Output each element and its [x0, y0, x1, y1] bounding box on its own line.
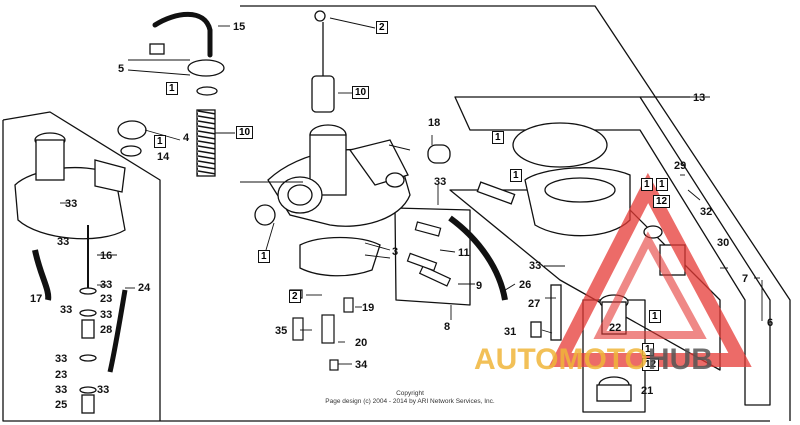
part-number: 18 [428, 117, 441, 129]
kit-box: 2 [289, 290, 301, 303]
part-number: 11 [458, 247, 470, 259]
part-number: 35 [275, 325, 288, 337]
copyright-notice: Copyright Page design (c) 2004 - 2014 by… [300, 390, 520, 406]
part-number: 23 [100, 293, 113, 305]
part-number: 32 [700, 206, 713, 218]
part-number: 5 [118, 63, 125, 75]
part-number: 13 [693, 92, 706, 104]
part-number: 33 [55, 384, 68, 396]
throttle-valve [311, 75, 335, 113]
kit-box: 1 [642, 343, 654, 356]
part-number: 34 [355, 359, 368, 371]
kit-box: 1 [649, 310, 661, 323]
part-number: 33 [55, 353, 68, 365]
part-number: 31 [504, 326, 517, 338]
part-number: 8 [444, 321, 451, 333]
part-number: 25 [55, 399, 68, 411]
part-number: 28 [100, 324, 113, 336]
part-number: 24 [138, 282, 151, 294]
kit-box: 1 [258, 250, 270, 263]
part-number: 6 [767, 317, 774, 329]
part-number: 33 [97, 384, 110, 396]
copyright-text: Page design (c) 2004 - 2014 by ARI Netwo… [325, 398, 495, 405]
part-number: 4 [183, 132, 190, 144]
part-number: 20 [355, 337, 368, 349]
kit-box: 2 [376, 21, 388, 34]
part-number: 23 [55, 369, 68, 381]
part-number: 22 [609, 322, 622, 334]
kit-box: 1 [641, 178, 653, 191]
part-number: 33 [57, 236, 70, 248]
float-bowl [476, 122, 686, 402]
copyright-title: Copyright [396, 390, 424, 397]
watermark-brand-part2: HUB [647, 343, 713, 376]
frame-outline [2, 120, 770, 422]
part-number: 7 [742, 273, 749, 285]
kit-box: 12 [642, 358, 660, 371]
part-number: 33 [100, 279, 113, 291]
watermark-logo: AUTOMOTOHUB [474, 344, 713, 376]
part-number: 33 [60, 304, 73, 316]
part-number: 30 [717, 237, 730, 249]
part-number: 33 [434, 176, 447, 188]
kit-box: 1 [154, 135, 166, 148]
part-number: 19 [362, 302, 375, 314]
carburetor-body [254, 124, 411, 277]
part-number: 26 [519, 279, 532, 291]
needle-kit-panel [394, 207, 471, 306]
part-number: 27 [528, 298, 541, 310]
kit-box: 12 [653, 195, 671, 208]
left-carburetor [14, 132, 128, 414]
kit-box: 10 [352, 86, 370, 99]
kit-box: 1 [510, 169, 522, 182]
part-number: 15 [233, 21, 246, 33]
watermark-brand-part1: AUTOMOTO [474, 343, 648, 376]
part-number: 9 [476, 280, 483, 292]
part-number: 3 [392, 246, 399, 258]
kit-box: 1 [492, 131, 504, 144]
part-number: 14 [157, 151, 170, 163]
kit-box: 1 [166, 82, 178, 95]
kit-box: 1 [656, 178, 668, 191]
part-number: 33 [65, 198, 78, 210]
part-number: 16 [100, 250, 113, 262]
part-number: 29 [674, 160, 687, 172]
part-number: 17 [30, 293, 43, 305]
part-number: 33 [100, 309, 113, 321]
kit-box: 10 [236, 126, 254, 139]
part-number: 21 [641, 385, 654, 397]
part-number: 33 [529, 260, 542, 272]
